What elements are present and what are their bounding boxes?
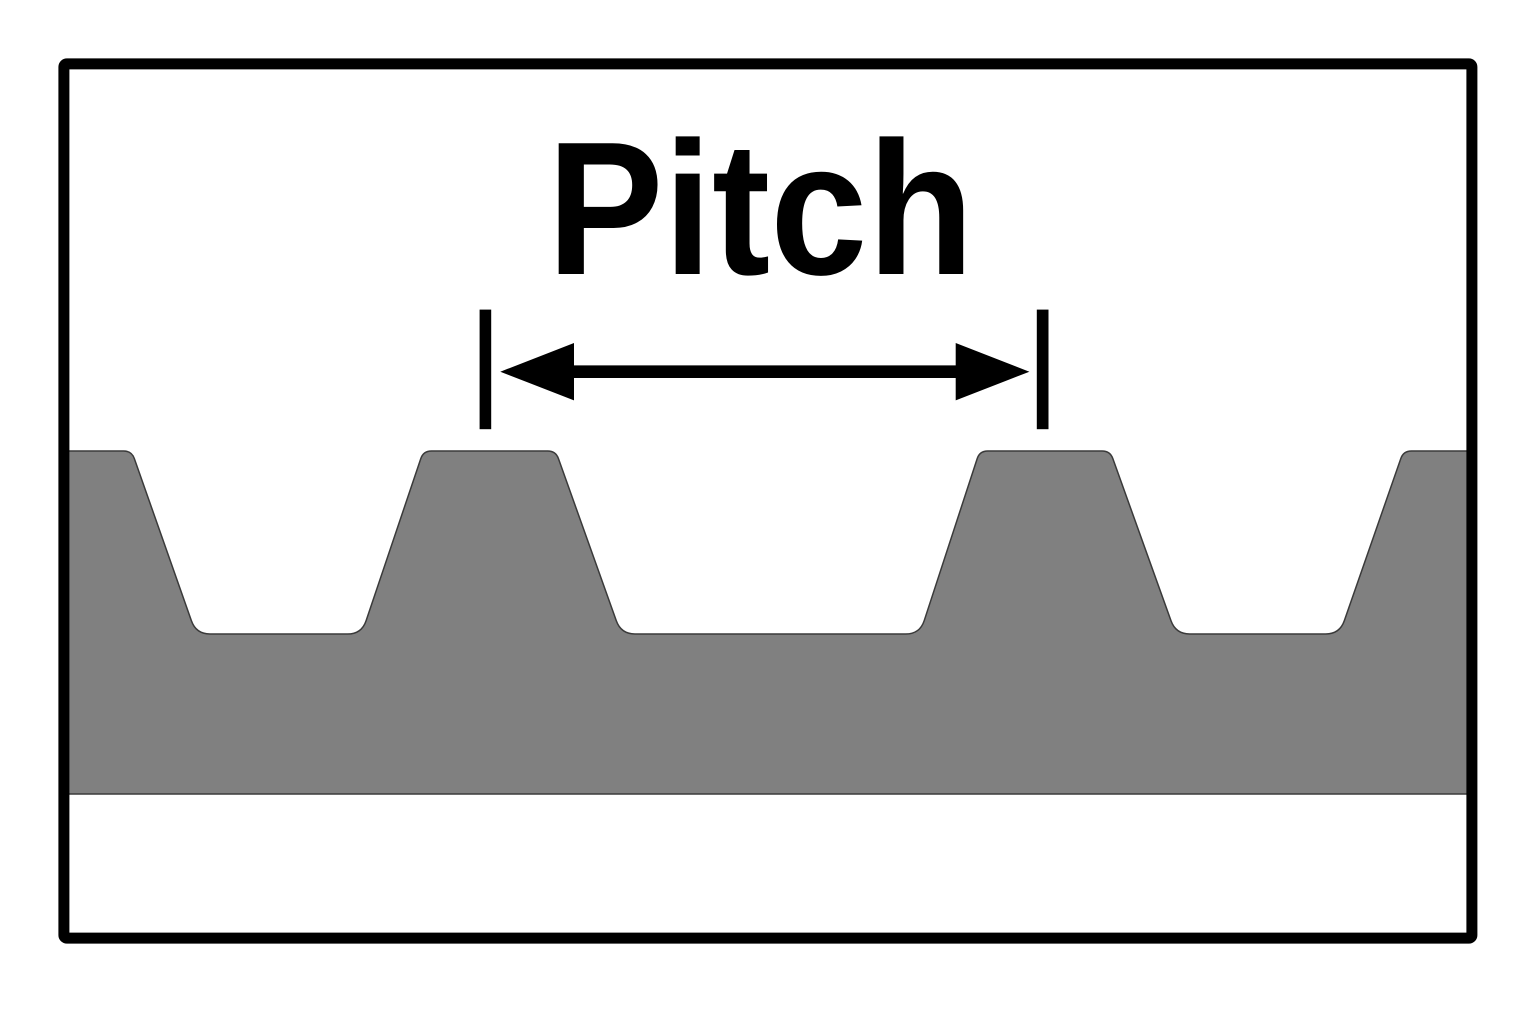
- svg-text:Pitch: Pitch: [547, 103, 974, 315]
